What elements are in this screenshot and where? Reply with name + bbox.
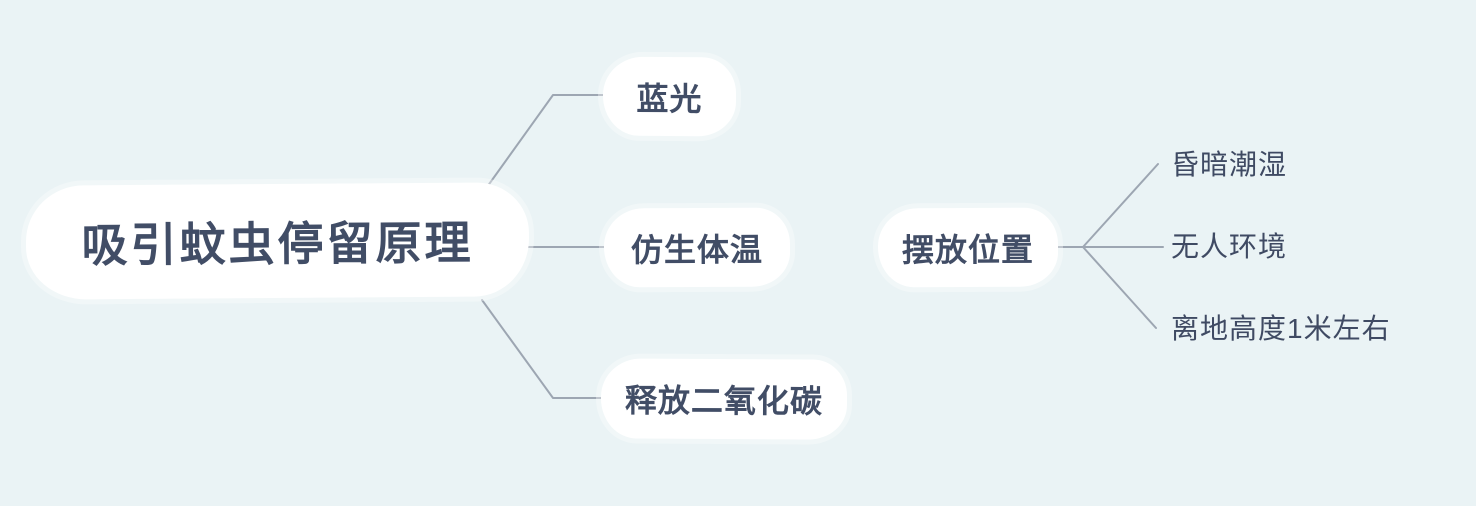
- group-node-placement-position[interactable]: 摆放位置: [877, 207, 1059, 288]
- leaf-node-unoccupied-environment[interactable]: 无人环境: [1171, 232, 1287, 262]
- root-node-label: 吸引蚊虫停留原理: [81, 216, 474, 272]
- connector-placement-to-height: [1082, 246, 1157, 329]
- branch-node-label: 蓝光: [636, 80, 703, 117]
- root-node-attract-mosquito-principle[interactable]: 吸引蚊虫停留原理: [25, 182, 530, 300]
- connector-root-to-blue-light: [481, 94, 604, 195]
- branch-node-label: 释放二氧化碳: [624, 382, 824, 420]
- leaf-label: 昏暗潮湿: [1171, 149, 1288, 180]
- branch-node-blue-light[interactable]: 蓝光: [602, 56, 737, 137]
- connector-placement-to-dark: [1082, 163, 1159, 248]
- leaf-node-dark-and-damp[interactable]: 昏暗潮湿: [1171, 150, 1287, 180]
- leaf-label: 无人环境: [1171, 231, 1288, 262]
- leaf-label: 离地高度1米左右: [1171, 313, 1391, 344]
- connector-root-to-co2: [481, 299, 604, 399]
- branch-node-label: 仿生体温: [630, 231, 764, 268]
- leaf-node-height-1m-above-ground[interactable]: 离地高度1米左右: [1171, 314, 1391, 344]
- group-node-label: 摆放位置: [901, 231, 1035, 268]
- branch-node-bionic-body-temp[interactable]: 仿生体温: [603, 207, 791, 288]
- branch-node-release-co2[interactable]: 释放二氧化碳: [600, 358, 848, 440]
